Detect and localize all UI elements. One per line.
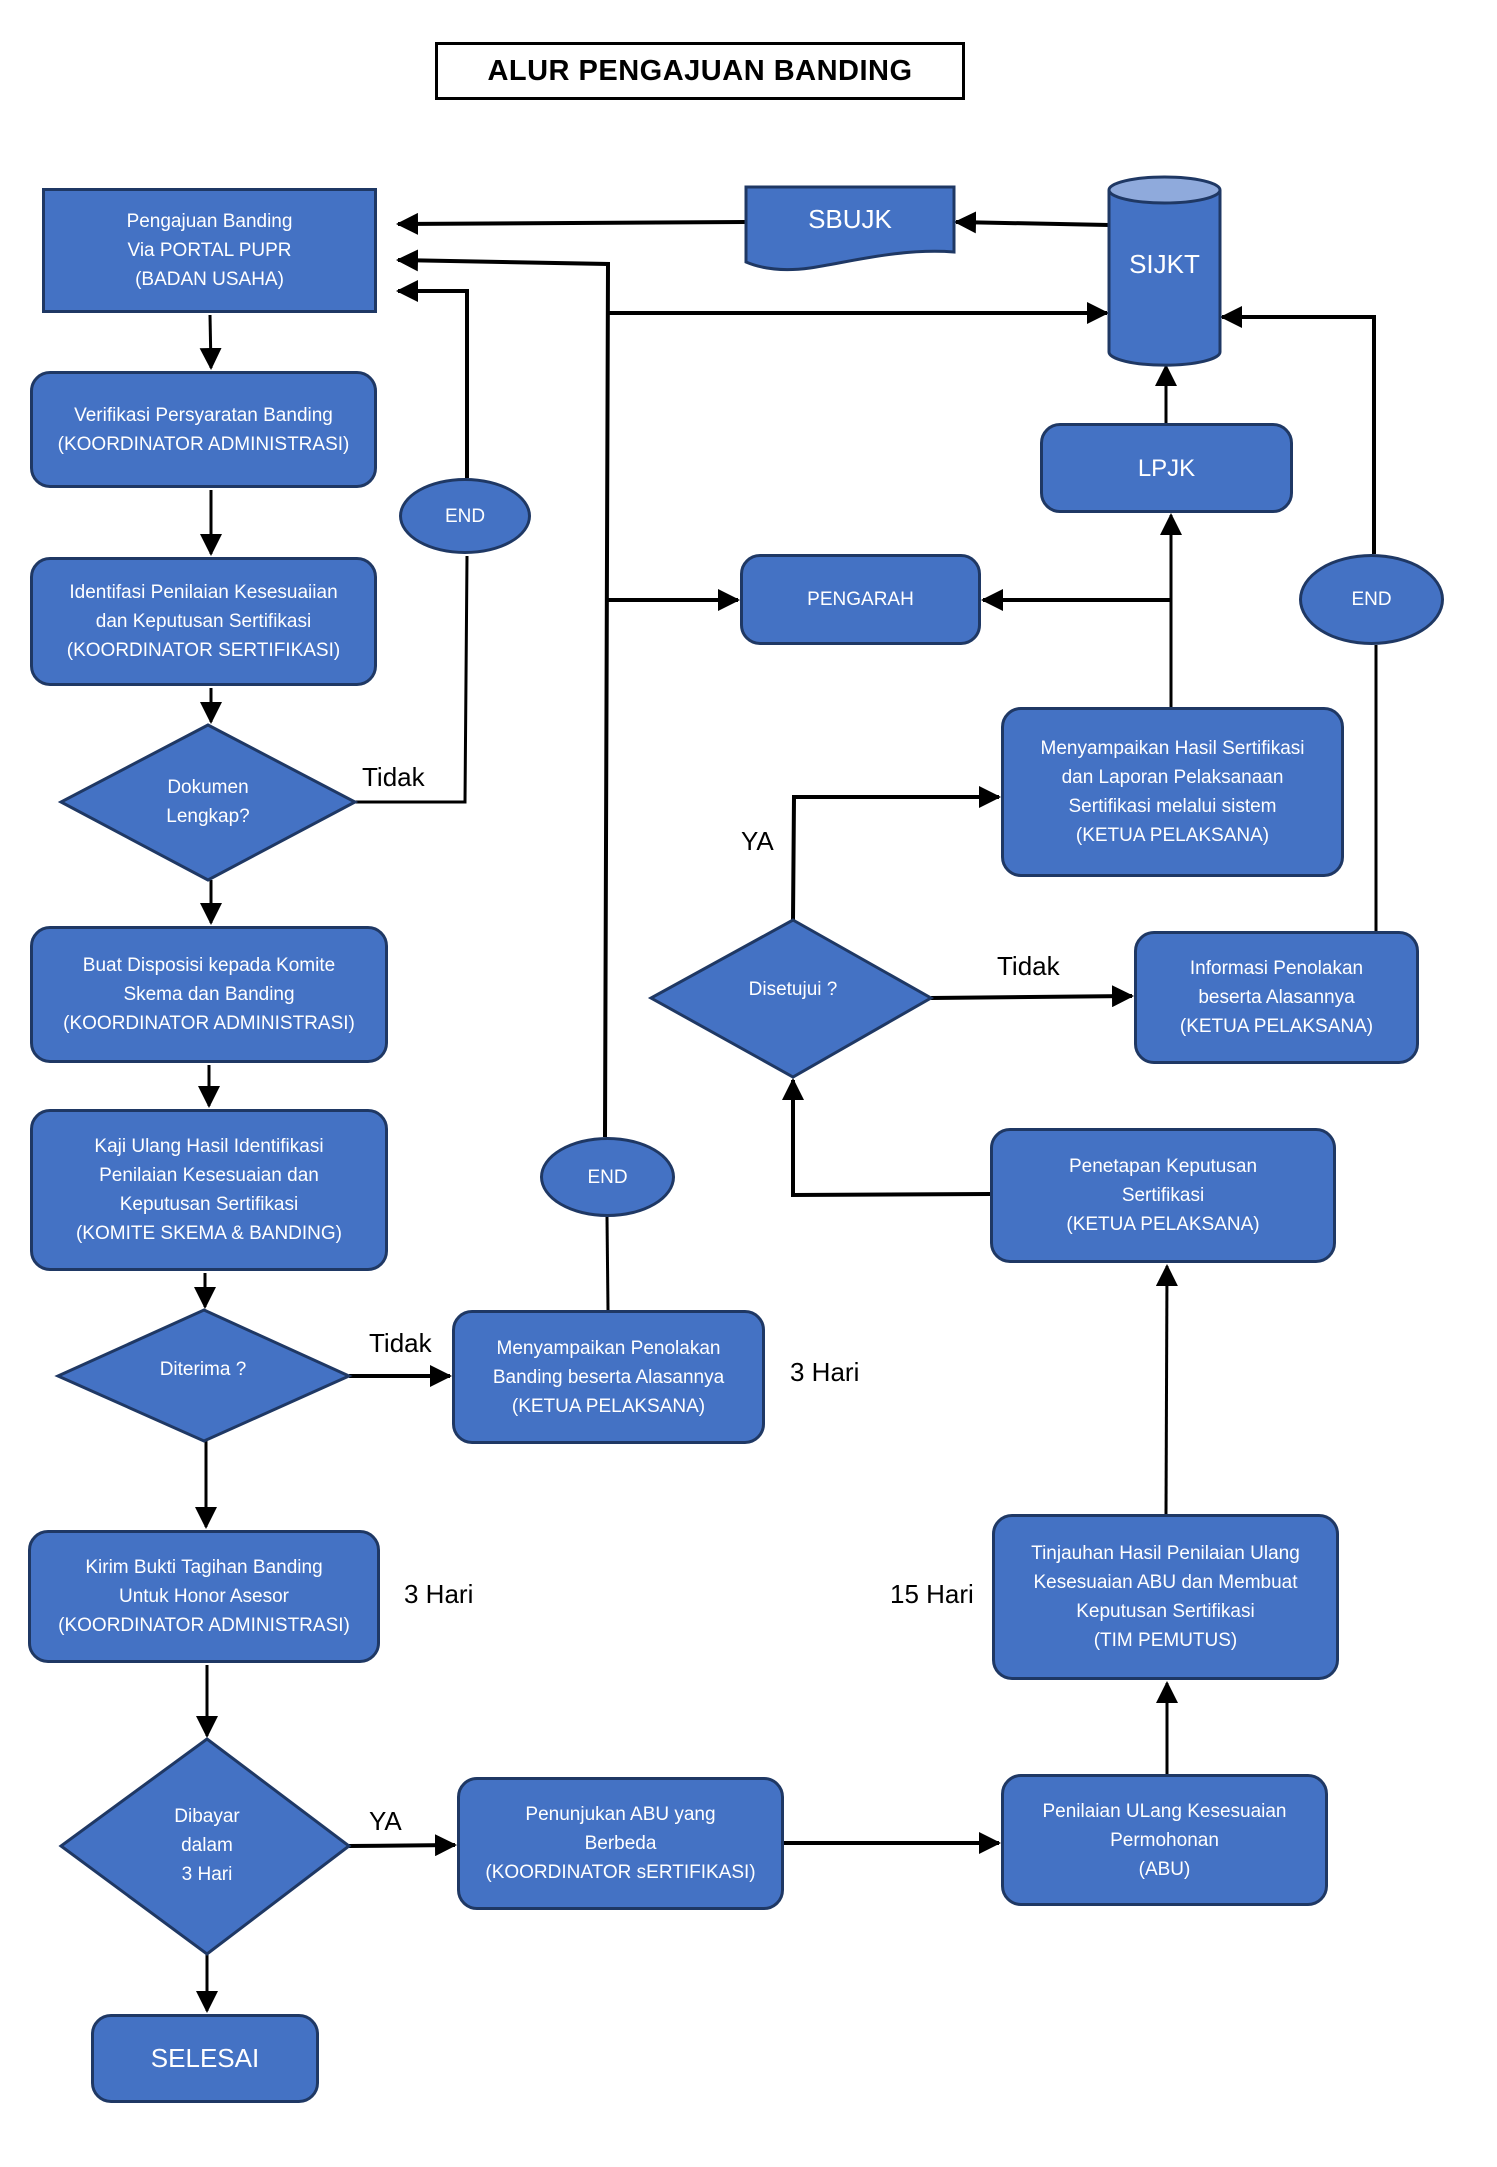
node-sijkt[interactable]: SIJKT: [1129, 248, 1200, 279]
label-ya-dibayar: YA: [369, 1806, 402, 1836]
node-informasi-penolakan[interactable]: Informasi Penolakan beserta Alasannya (K…: [1134, 931, 1419, 1064]
edge-dibayar-ya-penunjukan: [348, 1834, 457, 1857]
node-kaji-ulang[interactable]: Kaji Ulang Hasil Identifikasi Penilaian …: [30, 1109, 388, 1271]
edge-penolakan-end3: [605, 1216, 610, 1311]
node-penunjukan[interactable]: Penunjukan ABU yang Berbeda (KOORDINATOR…: [457, 1777, 784, 1910]
edge-sbujk-pengajuan: [396, 212, 747, 235]
edge-end1-pengajuan: [396, 280, 469, 478]
node-lpjk[interactable]: LPJK: [1040, 423, 1293, 513]
database-sijkt-shape: [1107, 175, 1222, 367]
node-menyampaikan-hasil[interactable]: Menyampaikan Hasil Sertifikasi dan Lapor…: [1001, 707, 1344, 877]
edge-disetujui-ya-hasil: [791, 786, 1001, 921]
decision-diterima: [54, 1308, 353, 1443]
edge-end2-sijkt: [1220, 306, 1376, 554]
edge-dokumen-tidak-end: [355, 555, 469, 804]
edge-tinjauan-penetapan: [1155, 1264, 1178, 1515]
label-hari-kirim: 3 Hari: [404, 1579, 474, 1609]
page-title: ALUR PENGAJUAN BANDING: [435, 42, 965, 100]
node-sbujk[interactable]: SBUJK: [808, 203, 892, 234]
node-selesai[interactable]: SELESAI: [91, 2014, 319, 2103]
node-menyampaikan-penolakan[interactable]: Menyampaikan Penolakan Banding beserta A…: [452, 1310, 765, 1444]
decision-dibayar: [58, 1737, 352, 1956]
decision-diterima-label: Diterima ?: [159, 1358, 247, 1380]
node-penetapan[interactable]: Penetapan Keputusan Sertifikasi (KETUA P…: [990, 1128, 1336, 1263]
label-tidak-disetujui: Tidak: [997, 951, 1060, 981]
decision-dokumen-lengkap-label: Dokumen Lengkap?: [166, 777, 250, 827]
node-end-3[interactable]: END: [540, 1137, 675, 1217]
node-identifikasi[interactable]: Identifasi Penilaian Kesesuaiian dan Kep…: [30, 557, 377, 686]
edge-sijkt-sbujk: [954, 211, 1110, 234]
edge-pengajuan-verifikasi: [199, 314, 222, 370]
node-pengajuan-banding[interactable]: Pengajuan Banding Via PORTAL PUPR (BADAN…: [42, 188, 377, 313]
node-penilaian-ulang[interactable]: Penilaian ULang Kesesuaian Permohonan (A…: [1001, 1774, 1328, 1906]
decision-disetujui-label: Disetujui ?: [748, 978, 838, 1000]
node-verifikasi[interactable]: Verifikasi Persyaratan Banding (KOORDINA…: [30, 371, 377, 488]
node-end-1[interactable]: END: [399, 478, 531, 554]
label-ya-disetujui: YA: [741, 826, 774, 856]
edge-end3-trunk: [396, 249, 610, 1138]
document-sbujk-shape: [744, 185, 956, 272]
node-kirim-bukti[interactable]: Kirim Bukti Tagihan Banding Untuk Honor …: [28, 1530, 380, 1663]
decision-dibayar-label: Dibayar dalam 3 Hari: [174, 1805, 240, 1885]
node-pengarah[interactable]: PENGARAH: [740, 554, 981, 645]
label-tidak-diterima: Tidak: [369, 1328, 432, 1358]
decision-dokumen-lengkap: [57, 723, 359, 882]
edge-disetujui-tidak-informasi: [930, 985, 1134, 1008]
edge-penetapan-disetujui: [782, 1078, 991, 1198]
node-buat-disposisi[interactable]: Buat Disposisi kepada Komite Skema dan B…: [30, 926, 388, 1063]
node-end-2[interactable]: END: [1299, 554, 1444, 645]
label-tidak-dokumen: Tidak: [362, 762, 425, 792]
label-hari-penolakan: 3 Hari: [790, 1357, 860, 1387]
label-hari-tinjauan: 15 Hari: [890, 1579, 974, 1609]
decision-disetujui: [647, 918, 935, 1079]
node-tinjauan[interactable]: Tinjauhan Hasil Penilaian Ulang Kesesuai…: [992, 1514, 1339, 1680]
